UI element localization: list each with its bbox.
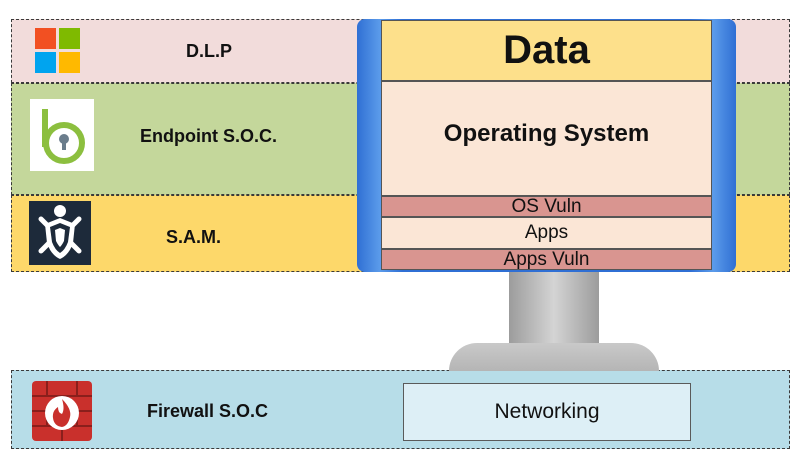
monitor-stand-base: [449, 343, 659, 371]
apps-layer: Apps: [381, 217, 712, 249]
windows-logo-icon: [35, 28, 80, 73]
firewall-flame-icon: [32, 381, 92, 441]
sam-label: S.A.M.: [166, 227, 222, 247]
data-layer: Data: [381, 20, 712, 81]
endpoint-label: Endpoint S.O.C.: [140, 126, 277, 146]
operating-system-layer: Operating System: [381, 81, 712, 196]
networking-box: Networking: [403, 383, 691, 441]
monitor-stand-neck: [509, 266, 599, 354]
turtle-shield-icon: [29, 201, 91, 265]
apps-vuln-layer: Apps Vuln: [381, 249, 712, 270]
operating-system-label: Operating System: [443, 120, 650, 147]
dlp-label: D.L.P: [186, 41, 233, 61]
bitdefender-lock-icon: [30, 99, 94, 171]
firewall-label: Firewall S.O.C: [147, 401, 269, 421]
os-vuln-layer: OS Vuln: [381, 196, 712, 217]
